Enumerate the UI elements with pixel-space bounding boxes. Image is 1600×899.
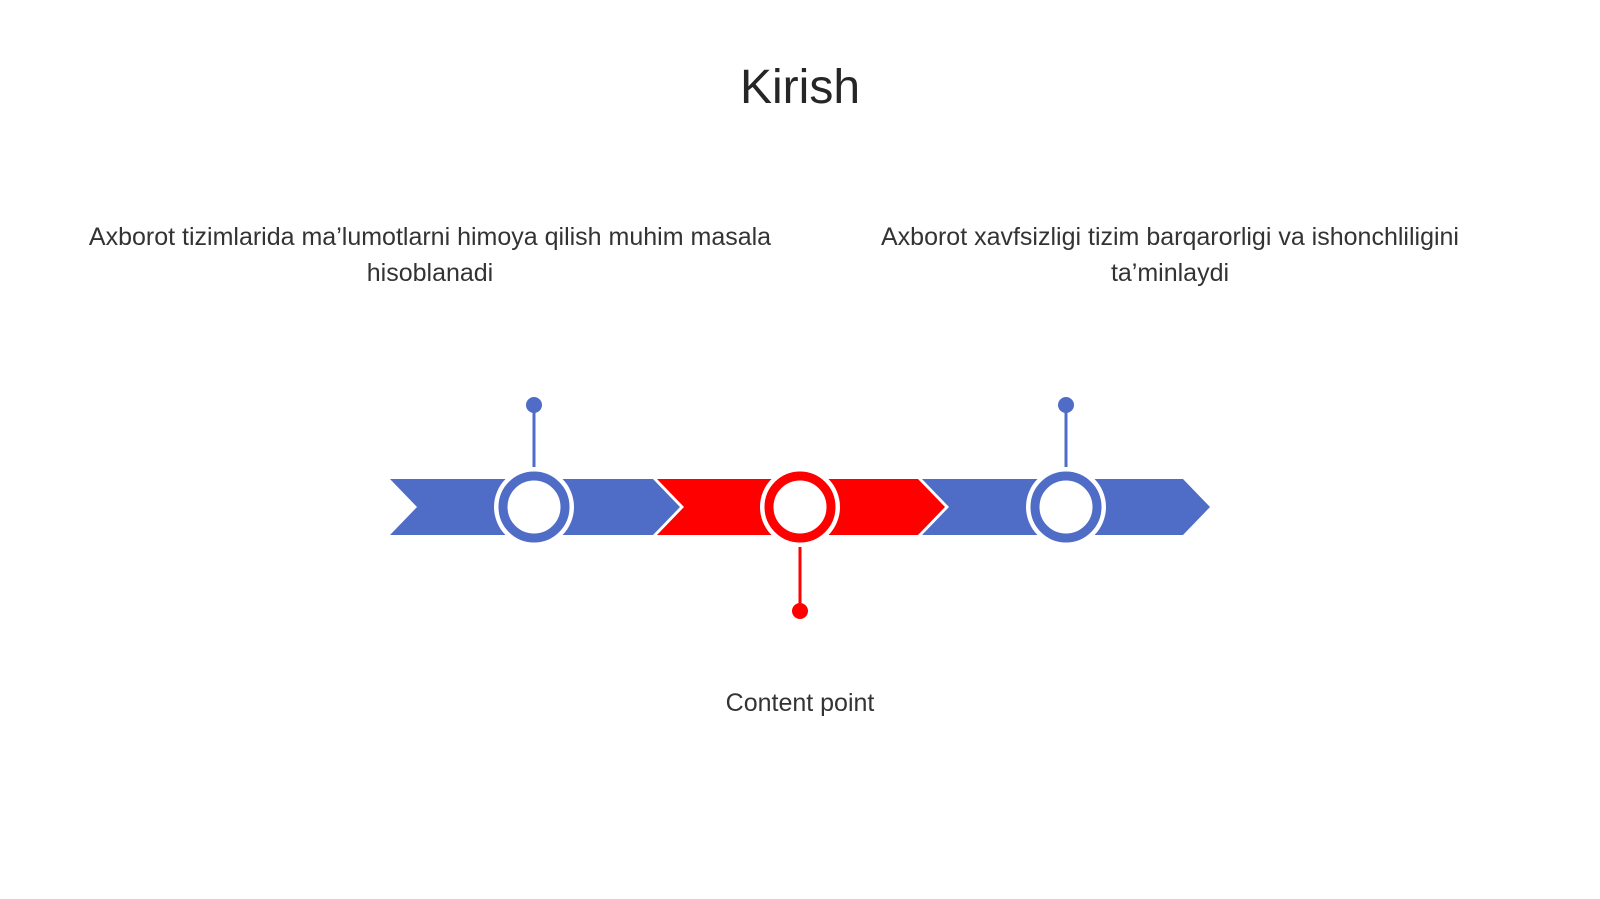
timeline-dot-1 — [526, 397, 542, 413]
slide-title: Kirish — [739, 61, 861, 114]
timeline-marker-2 — [764, 471, 836, 543]
timeline-point-text-3: Axborot xavfsizligi tizim barqarorligi v… — [880, 223, 1459, 287]
timeline-point-text-1: Axborot tizimlarida ma’lumotlarni himoya… — [88, 223, 772, 287]
timeline-point-text-2: Content point — [725, 689, 875, 717]
timeline-dot-2 — [792, 603, 808, 619]
timeline-marker-1 — [498, 471, 570, 543]
timeline-dot-3 — [1058, 397, 1074, 413]
timeline-marker-3 — [1030, 471, 1102, 543]
